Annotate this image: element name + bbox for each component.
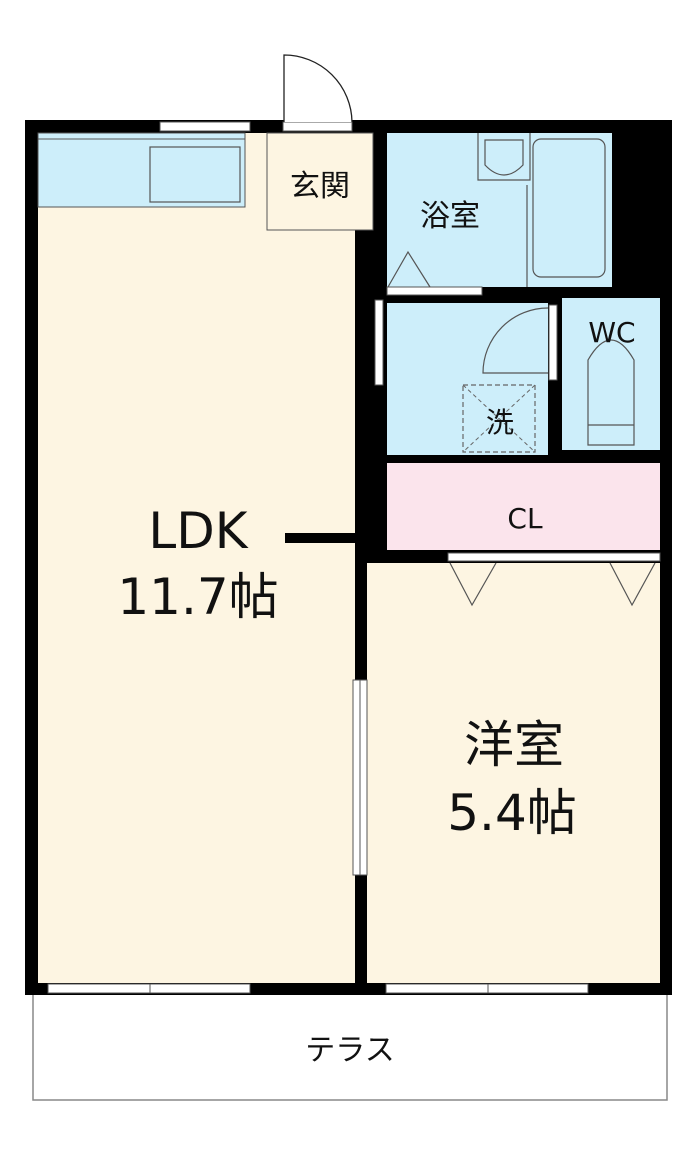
window-top [159,121,251,132]
label-genkan: 玄関 [290,169,350,204]
label-wc: WC [588,316,635,349]
label-western: 洋室 [464,716,564,774]
kitchen-sink [149,146,241,203]
entrance-door-swing [283,54,353,123]
wc-door-swing [482,307,549,374]
door-swing-mark [387,250,431,288]
entrance-door [282,121,353,132]
western-room-floor [367,563,660,983]
bath-sink [477,133,531,181]
window-ldk [47,983,251,994]
toilet-icon [587,339,635,446]
genkan-floor [266,132,374,231]
closet-floor [387,463,660,550]
washer-space [462,384,536,453]
label-bath: 浴室 [420,199,480,234]
ldk-floor [38,133,355,983]
label-closet: CL [507,502,543,535]
label-terrace: テラス [305,1033,394,1068]
washroom-floor [387,303,548,455]
label-washer: 洗 [486,406,514,439]
window-western [385,983,589,994]
bathtub [532,138,606,278]
label-ldk: LDK [148,502,248,560]
terrace-area [32,989,668,1101]
label-western-size: 5.4帖 [447,784,577,842]
label-ldk-size: 11.7帖 [117,568,278,626]
